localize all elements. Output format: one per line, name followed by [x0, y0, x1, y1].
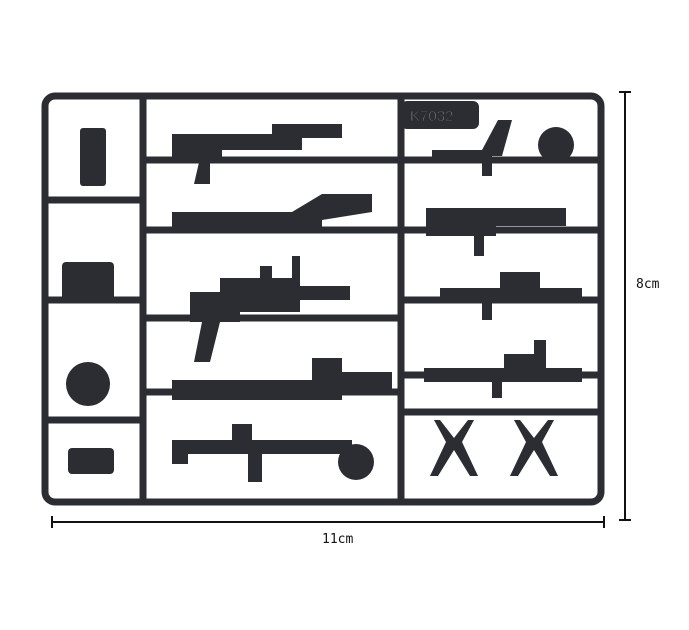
part-case	[68, 448, 114, 474]
gun-assault	[440, 272, 582, 320]
width-label: 11cm	[322, 532, 354, 547]
dimension-lines	[51, 91, 631, 528]
part-box	[62, 262, 114, 302]
gun-pistol	[432, 120, 512, 176]
gun-rifle	[172, 358, 392, 400]
part-bipod-1	[430, 420, 478, 476]
part-pouch	[80, 128, 106, 186]
gun-carbine	[424, 340, 582, 398]
part-wheel	[338, 444, 374, 480]
code-plate	[401, 101, 479, 129]
sprue-code-label: K7032	[410, 108, 453, 125]
part-cylinder	[538, 127, 574, 163]
gun-rocket	[172, 424, 352, 482]
weapon-parts	[62, 101, 582, 482]
gun-minigun	[190, 256, 350, 362]
part-bipod-2	[510, 420, 558, 476]
gun-shotgun	[172, 194, 372, 230]
gun-smg	[426, 208, 566, 256]
gun-lmg	[172, 124, 342, 184]
height-label: 8cm	[636, 277, 660, 292]
part-drum	[66, 362, 110, 406]
